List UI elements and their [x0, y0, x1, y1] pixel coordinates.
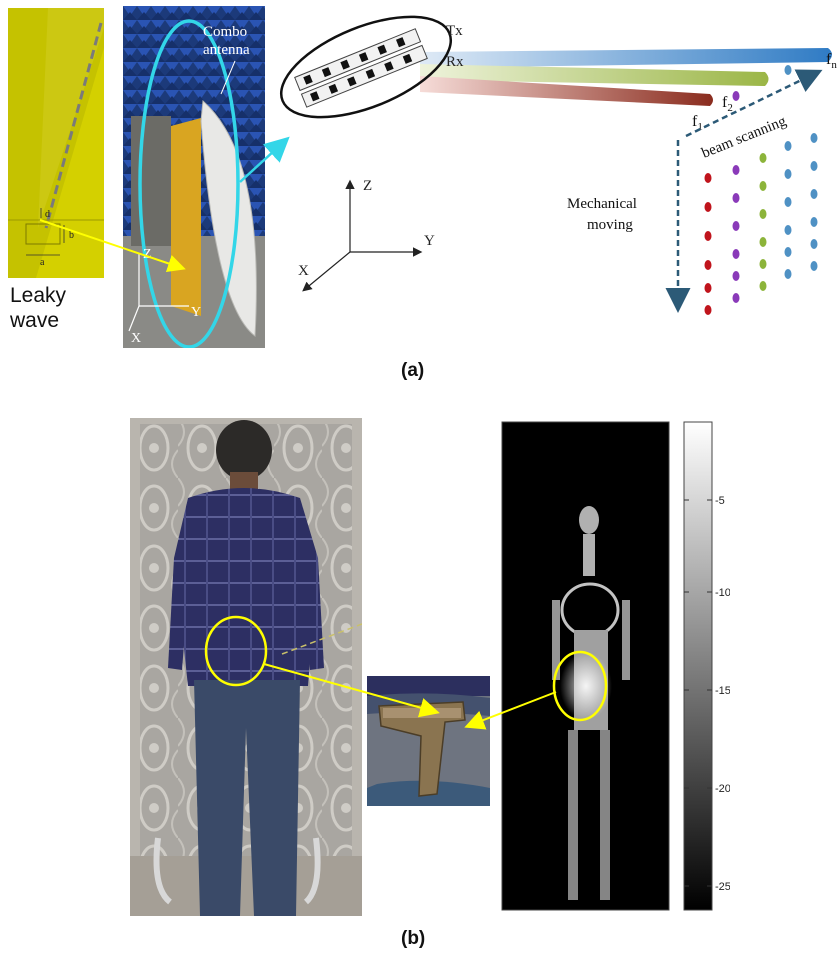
photo-axis-z-label: Z — [143, 247, 152, 262]
leaky-wave-antenna-drawing: b a d — [8, 8, 104, 278]
colorbar-tick-1: -5 — [715, 495, 725, 507]
photo-highlight-ellipse — [138, 19, 240, 348]
feed-line-dashed — [44, 22, 103, 229]
beam-dot-grid — [704, 65, 818, 315]
antenna-array — [294, 28, 428, 108]
pistol-slide — [383, 708, 461, 718]
axis-y-label: Y — [424, 233, 435, 249]
beam-f1 — [420, 76, 713, 106]
beam-scanning-arrow — [685, 69, 823, 138]
combo-pointer-line — [220, 60, 236, 95]
colorbar — [683, 421, 713, 911]
leaky-wave-caption-line2: wave — [10, 309, 60, 332]
antenna-taper — [38, 8, 104, 228]
head — [216, 420, 272, 480]
gun-inset-photo — [367, 676, 490, 806]
combo-label-line2: antenna — [203, 42, 250, 58]
stand-left — [153, 837, 173, 905]
combo-label-line1: Combo — [203, 24, 247, 40]
dashed-reference-line — [281, 623, 362, 655]
rx-array — [300, 44, 428, 108]
colorbar-ticks — [684, 499, 712, 887]
mechanical-label-line1: Mechanical — [567, 196, 637, 212]
beam-f2 — [420, 64, 769, 86]
right-arm — [302, 558, 324, 670]
antenna-mount — [171, 118, 201, 316]
colorbar-tick-5: -25 — [715, 881, 730, 893]
floor-tiles — [130, 856, 362, 916]
beam-fn — [420, 48, 832, 68]
axis-x-label: X — [298, 263, 309, 279]
photo-axis-x — [128, 305, 140, 332]
person-photo — [130, 418, 362, 916]
fn-label: fn — [826, 51, 837, 71]
mechanical-label-line2: moving — [587, 217, 633, 233]
beam-scanning-label: beam scanning — [700, 113, 789, 162]
left-arm — [168, 558, 190, 670]
array-ellipse — [279, 15, 453, 119]
inset-shirt-hem — [367, 676, 490, 696]
axis-z-label: Z — [363, 178, 372, 194]
colorbar-tick-3: -15 — [715, 685, 730, 697]
colorbar-tick-2: -10 — [715, 587, 730, 599]
coordinate-axes — [302, 179, 423, 292]
leaky-wave-caption-line1: Leaky — [10, 284, 67, 307]
combo-antenna-photo: Z Y X Combo antenna — [123, 6, 265, 348]
colorbar-tick-4: -20 — [715, 783, 730, 795]
mmw-concealed-object — [560, 652, 612, 720]
leaky-wave-caption: Leaky wave — [10, 283, 66, 333]
photo-axis-y-label: Y — [191, 305, 201, 320]
f1-label: f1 — [692, 113, 703, 133]
dim-a-label: a — [40, 257, 45, 268]
stand-right — [303, 837, 321, 905]
dim-b-label: b — [69, 230, 74, 241]
panel-b-label: (b) — [401, 928, 426, 949]
rx-label: Rx — [446, 54, 464, 70]
shirt — [174, 488, 318, 686]
photo-axis-x-label: X — [131, 331, 141, 346]
neck — [230, 472, 258, 492]
pistol — [378, 701, 466, 797]
f2-label: f2 — [722, 94, 733, 114]
dim-d-label: d — [45, 209, 50, 220]
panel-a-label: (a) — [401, 360, 425, 381]
equipment-rack — [131, 116, 171, 246]
mmw-image-figure: -5 -10 -15 -20 -25 — [501, 421, 730, 911]
jeans — [194, 680, 300, 916]
tx-array — [294, 28, 422, 92]
tx-label: Tx — [446, 23, 463, 39]
